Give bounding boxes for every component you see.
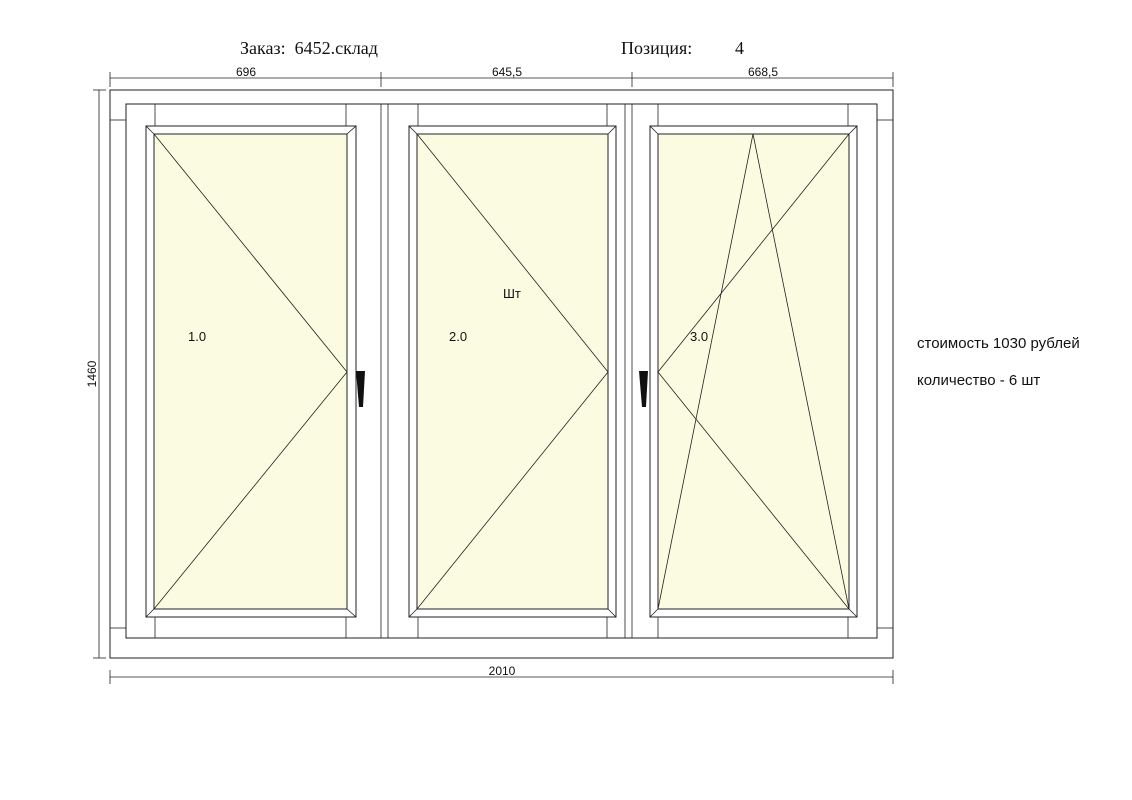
position-label: Позиция: [621, 38, 693, 58]
sash-2 [408, 125, 617, 618]
dim-top-2: 645,5 [492, 65, 522, 79]
cost-text: стоимость 1030 рублей [917, 335, 1080, 352]
sash-label-2: 2.0 [449, 329, 467, 344]
quantity-text: количество - 6 шт [917, 372, 1041, 389]
dim-top-3: 668,5 [748, 65, 778, 79]
dim-top-1: 696 [236, 65, 256, 79]
order-label: Заказ: 6452.склад [240, 38, 378, 58]
sash-1 [145, 125, 357, 618]
sash-label-1: 1.0 [188, 329, 206, 344]
sash-label-2-extra: Шт [503, 286, 521, 301]
handle-1[interactable] [356, 371, 365, 407]
sash-label-3: 3.0 [690, 329, 708, 344]
handle-2[interactable] [639, 371, 648, 407]
dim-left: 1460 [85, 360, 99, 387]
order-value: 6452.склад [294, 38, 378, 58]
position-value: 4 [735, 38, 744, 58]
sash-3 [649, 125, 858, 618]
dim-bottom: 2010 [489, 664, 516, 678]
